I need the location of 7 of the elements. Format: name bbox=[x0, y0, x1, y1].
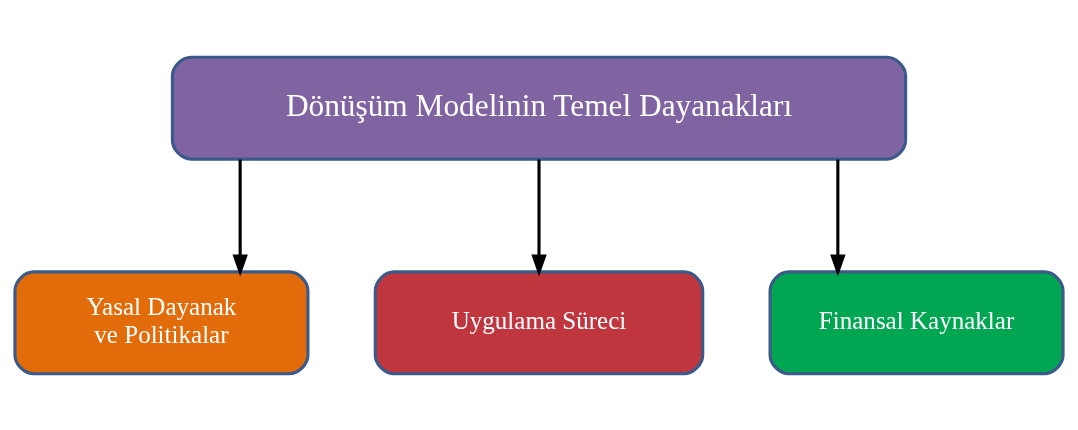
node-box: Dönüşüm Modelinin Temel Dayanakları bbox=[170, 55, 908, 161]
node-box: Finansal Kaynaklar bbox=[768, 269, 1065, 375]
arrow bbox=[531, 159, 547, 277]
node-box: Uygulama Süreci bbox=[373, 269, 705, 375]
arrow bbox=[232, 159, 248, 277]
arrow bbox=[830, 159, 846, 277]
node-box: Yasal Dayanak ve Politikalar bbox=[13, 269, 310, 375]
